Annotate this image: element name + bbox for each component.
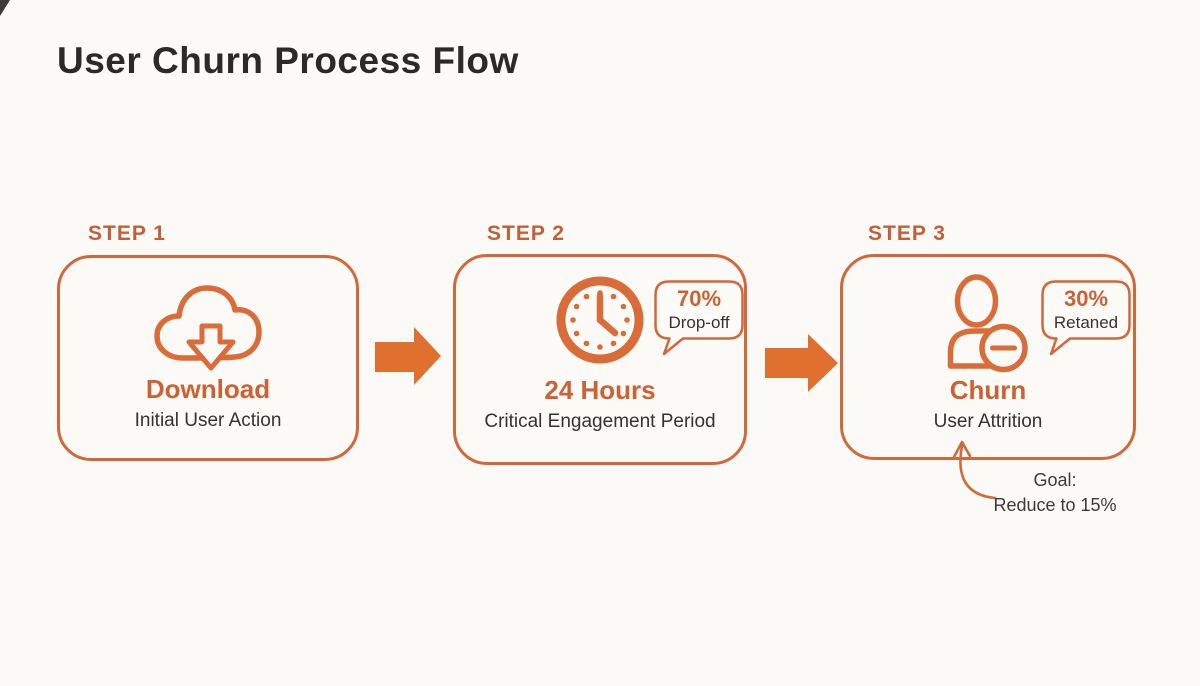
step-1-title: Download	[145, 374, 271, 404]
step-1-card: Download Initial User Action	[57, 255, 359, 461]
screen-corner-artifact	[0, 0, 10, 16]
step-2-subtitle: Critical Engagement Period	[484, 411, 716, 432]
goal-line1: Goal:	[1033, 470, 1077, 490]
step-1-label: STEP 1	[88, 222, 166, 245]
retained-value: 30%	[1063, 286, 1109, 311]
step-3-label: STEP 3	[868, 222, 946, 245]
speech-bubble-icon	[1041, 280, 1131, 356]
step-3-subtitle: User Attrition	[933, 411, 1043, 432]
clock-icon	[553, 273, 647, 372]
retained-caption: Retaned	[1053, 313, 1119, 332]
step-2-card: 70% Drop-off 24 Hours Critical Engagemen…	[453, 254, 747, 465]
flow-arrow-right-icon	[765, 334, 838, 397]
user-remove-icon	[941, 273, 1036, 378]
step-1-subtitle: Initial User Action	[134, 410, 282, 431]
goal-annotation: Goal: Reduce to 15%	[975, 468, 1135, 518]
curved-arrow-up-icon	[945, 436, 1005, 509]
step-3-card: 30% Retaned Churn User Attrition	[840, 254, 1136, 460]
goal-line2: Reduce to 15%	[993, 495, 1117, 515]
step-2-label: STEP 2	[487, 222, 565, 245]
cloud-download-icon	[153, 274, 263, 379]
page-title: User Churn Process Flow	[57, 40, 519, 81]
speech-bubble-icon	[654, 280, 744, 356]
retained-badge: 30% Retaned	[1040, 279, 1132, 359]
dropoff-badge: 70% Drop-off	[653, 279, 745, 359]
dropoff-value: 70%	[676, 286, 722, 311]
step-2-title: 24 Hours	[544, 375, 656, 405]
step-3-title: Churn	[949, 375, 1027, 405]
flow-arrow-right-icon	[375, 327, 441, 390]
dropoff-caption: Drop-off	[668, 313, 730, 332]
